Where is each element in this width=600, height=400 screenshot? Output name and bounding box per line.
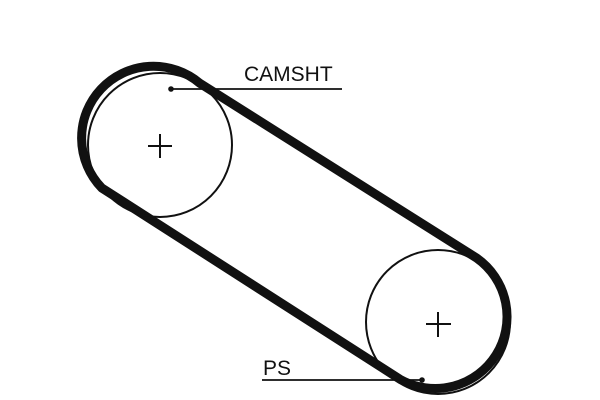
pump-callout: PS xyxy=(262,357,425,383)
camshaft-label: CAMSHT xyxy=(244,63,333,86)
plus-icon xyxy=(148,134,172,158)
pump-leader-dot xyxy=(419,377,425,383)
timing-belt xyxy=(77,61,512,394)
pump-label: PS xyxy=(263,357,291,380)
plus-icon xyxy=(426,312,451,337)
camshaft-pulley-rim xyxy=(87,72,233,218)
pump-pulley xyxy=(365,249,511,395)
pump-pulley-rim xyxy=(365,249,511,395)
camshaft-pulley xyxy=(87,72,233,218)
camshaft-callout: CAMSHT xyxy=(168,63,342,92)
